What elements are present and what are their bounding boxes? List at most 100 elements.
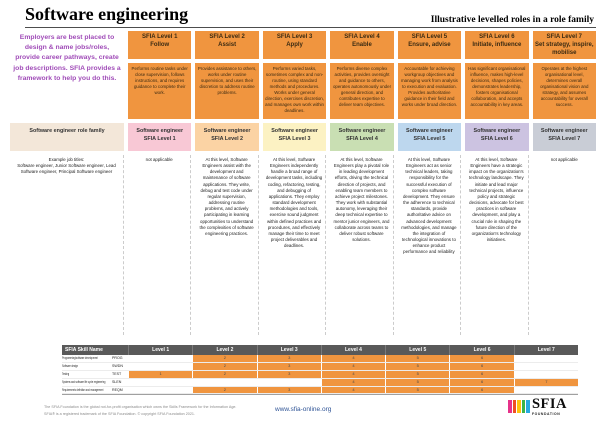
logo-text: SFIA	[531, 396, 568, 412]
skills-table-header: SFIA Skill Name Level 1 Level 2 Level 3 …	[62, 345, 578, 355]
header-level-7: Level 7	[513, 345, 578, 355]
skill-name: Testing	[62, 371, 70, 376]
skill-level-cell: 5	[385, 362, 450, 370]
table-row-prog: Programming/software development PROG 2 …	[62, 355, 578, 363]
level-5-description: Accountable for achieving workgroup obje…	[397, 63, 462, 119]
role-level-2: Software engineer SFIA Level 2	[195, 123, 259, 151]
header-level-2: Level 2	[192, 345, 256, 355]
level-7-name: SFIA Level 7	[546, 34, 582, 40]
role-title: Software engineer	[338, 128, 386, 134]
skill-level-cell	[513, 370, 578, 378]
skill-level-cell: 5	[385, 386, 450, 394]
disclaimer-line-1: The SFIA Foundation is the global not-fo…	[44, 405, 237, 409]
skill-level-cell: 3	[256, 355, 321, 362]
skill-level-cell	[128, 378, 192, 386]
header-level-1: Level 1	[128, 345, 192, 355]
level-4-name: SFIA Level 4	[344, 34, 380, 40]
skill-level-cell: 5	[385, 355, 450, 362]
skill-level-cell: 3	[256, 386, 321, 394]
role-level-3: Software engineer SFIA Level 3	[262, 123, 327, 151]
skill-level-cell: 2	[192, 362, 257, 370]
level-4-keyword: Enable	[352, 41, 372, 48]
role-level: SFIA Level 6	[480, 136, 513, 143]
level-4-description: Performs diverse complex activities, pro…	[330, 63, 394, 119]
level-7-keyword: Set strategy, inspire, mobilise	[534, 41, 594, 56]
role-level: SFIA Level 5	[413, 136, 446, 143]
level-7-description: Operates at the highest organisational l…	[532, 63, 596, 119]
skill-level-cell	[128, 362, 192, 370]
intro-text: Employers are best placed to design & na…	[13, 34, 121, 82]
skill-level-cell: 5	[385, 378, 450, 386]
example-level-3: At this level, Software Engineers indepe…	[263, 155, 327, 335]
role-family-label: Software engineer role family	[10, 123, 124, 151]
role-title: Software engineer	[406, 128, 453, 134]
role-title: Software engineer	[473, 128, 521, 134]
logo-bar	[512, 400, 517, 413]
skill-level-cell: 6	[449, 355, 514, 362]
level-5-header: SFIA Level 5 Ensure, advise	[397, 31, 462, 59]
level-1-header: SFIA Level 1 Follow	[128, 31, 192, 59]
skill-level-cell: 6	[449, 362, 514, 370]
role-title: Software engineer	[203, 128, 251, 134]
role-level: SFIA Level 4	[346, 136, 378, 143]
skill-level-cell: 4	[320, 355, 386, 362]
footer-disclaimer: The SFIA Foundation is the global not-fo…	[44, 404, 236, 417]
table-row-swdn: Software design SWDN 2 3 4 5 6	[62, 362, 578, 371]
logo-subtext: FOUNDATION	[531, 412, 561, 416]
role-level: SFIA Level 1	[143, 136, 176, 143]
logo-bars-icon	[508, 400, 530, 413]
header-divider	[25, 27, 596, 28]
role-level: SFIA Level 3	[278, 136, 311, 143]
level-1-description: Performs routine tasks under close super…	[128, 63, 192, 119]
level-4-header: SFIA Level 4 Enable	[330, 31, 394, 59]
example-level-5: At this level, Software Engineers act as…	[398, 155, 462, 335]
skill-name: Requirements definition and management	[62, 387, 104, 392]
skills-table: SFIA Skill Name Level 1 Level 2 Level 3 …	[62, 345, 578, 396]
role-title: Software engineer	[540, 128, 588, 134]
level-1-keyword: Follow	[150, 41, 170, 48]
skill-level-cell	[256, 378, 321, 386]
level-2-description: Provides assistance to others, works und…	[195, 63, 259, 119]
skills-header-title: SFIA Skill Name	[65, 347, 103, 353]
logo-bar	[521, 400, 526, 413]
skill-level-cell	[513, 386, 578, 394]
example-names: Software engineer, Junior Software engin…	[17, 163, 116, 175]
skill-level-cell: 7	[513, 378, 578, 386]
role-title: Software engineer	[136, 128, 184, 134]
skill-code: SWDN	[112, 363, 123, 368]
level-3-name: SFIA Level 3	[276, 34, 313, 40]
skill-name: Systems and software life cycle engineer…	[62, 379, 106, 384]
skill-level-cell: 4	[320, 378, 386, 386]
skill-level-cell: 5	[385, 370, 450, 378]
skill-level-cell: 4	[320, 362, 386, 370]
role-level-5: Software engineer SFIA Level 5	[397, 123, 462, 151]
skill-level-cell: 2	[192, 370, 257, 378]
skill-level-cell: 6	[449, 378, 514, 386]
example-job-titles: Example job titles: Software engineer, J…	[10, 155, 124, 335]
skill-code: TEST	[112, 371, 122, 376]
logo-bar	[517, 400, 521, 413]
skill-level-cell: 4	[320, 386, 386, 394]
role-level-7: Software engineer SFIA Level 7	[532, 123, 596, 151]
level-6-header: SFIA Level 6 Initiate, influence	[465, 31, 529, 59]
skill-code: SLEN	[112, 379, 122, 384]
example-level-7: not applicable	[550, 157, 578, 162]
skill-level-cell	[513, 362, 578, 370]
level-2-name: SFIA Level 2	[209, 34, 245, 40]
example-level-1: not applicable	[128, 155, 192, 335]
skill-level-cell	[192, 378, 256, 386]
skill-level-cell: 4	[320, 370, 386, 378]
example-heading: Example job titles:	[48, 157, 85, 162]
skill-name: Programming/software development	[62, 356, 98, 360]
skill-level-cell	[513, 355, 578, 362]
level-5-name: SFIA Level 5	[411, 34, 448, 40]
role-level: SFIA Level 2	[211, 136, 244, 143]
levels-grid: Employers are best placed to design & na…	[10, 31, 596, 335]
level-5-keyword: Ensure, advise	[408, 41, 451, 48]
level-6-name: SFIA Level 6	[479, 34, 515, 40]
skill-level-cell: 3	[256, 362, 321, 370]
website-link[interactable]: www.sfia-online.org	[275, 406, 332, 413]
level-2-keyword: Assist	[218, 41, 237, 48]
level-3-keyword: Apply	[286, 41, 303, 48]
sfia-foundation-logo: SFIA FOUNDATION	[508, 396, 568, 416]
